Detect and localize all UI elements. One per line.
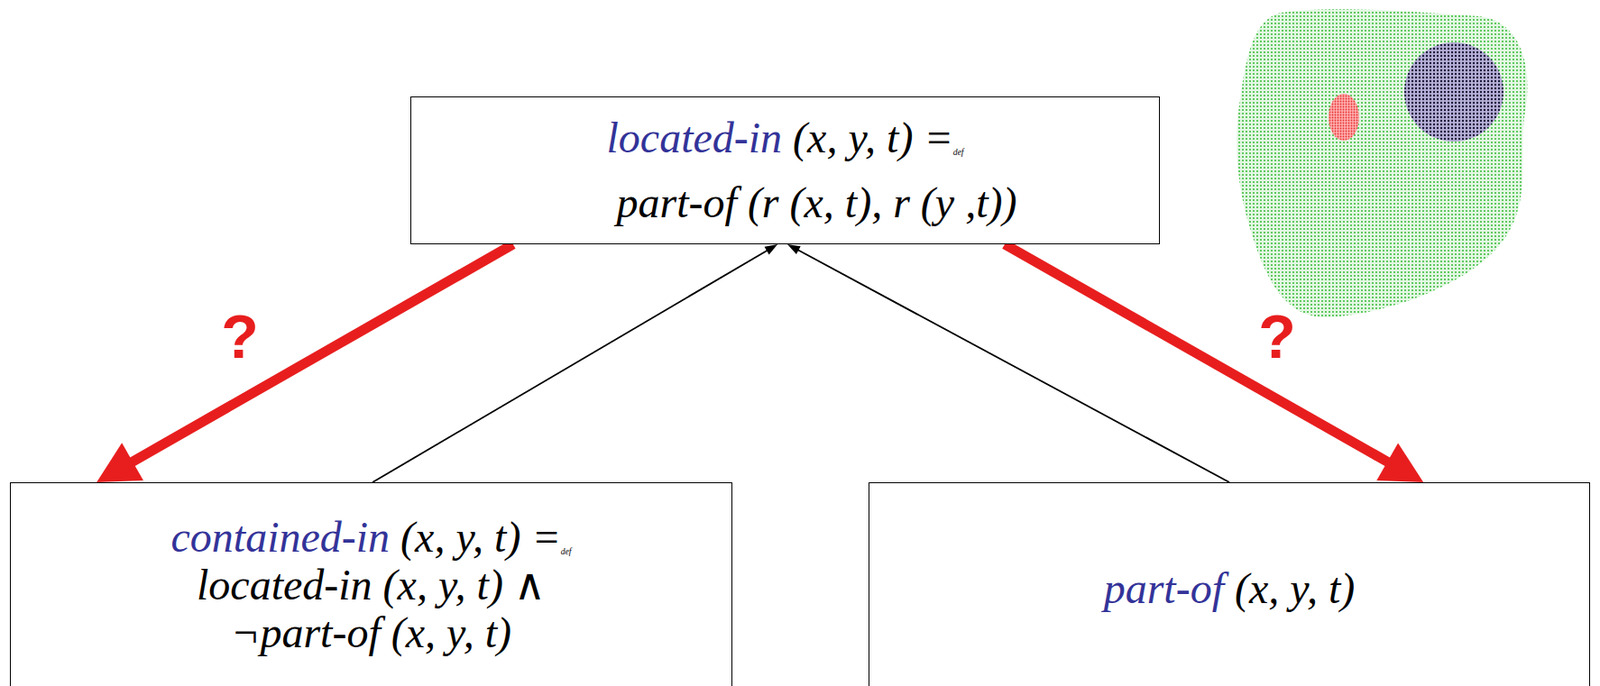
relation-name: part-of [1103, 564, 1224, 613]
arrow-head [1376, 442, 1424, 483]
formula-text: (x, y, t) = [792, 113, 954, 162]
formula-line: part-of(x, y, t) [1103, 562, 1356, 616]
subsumption-arrow [787, 244, 1230, 483]
relation-name: located-in [606, 113, 783, 162]
formula-text: (x, y, t) = [400, 513, 561, 561]
definition-box: contained-in(x, y, t) =deflocated-in (x,… [9, 482, 733, 686]
question-arrow [96, 244, 514, 483]
formula-line: part-of (r (x, t), r (y ,t)) [616, 170, 1018, 236]
connector-line [372, 249, 769, 483]
question-mark: ? [220, 305, 259, 368]
definition-box: part-of(x, y, t) [868, 482, 1591, 686]
connector-line [796, 248, 1230, 483]
subsumption-arrow [372, 244, 778, 483]
formula-line: located-in (x, y, t) ∧ ¬part-of (x, y, t… [165, 561, 578, 658]
formula-text: (x, y, t) [1234, 564, 1355, 613]
arrow-head [787, 244, 801, 255]
subscript: def [560, 546, 572, 557]
inner-region [1404, 42, 1504, 142]
outer-region [1236, 9, 1527, 318]
connector-line [125, 244, 514, 467]
subscript: def [953, 147, 965, 157]
definition-box: located-in(x, y, t) =def part-of (r (x, t… [410, 96, 1160, 245]
formula-text: located-in (x, y, t) ∧ ¬part-of (x, y, t… [165, 561, 578, 658]
formula-line: contained-in(x, y, t) =def [171, 514, 572, 562]
arrow-head [764, 244, 779, 255]
formula-text: part-of (r (x, t), r (y ,t)) [616, 178, 1018, 227]
small-region [1328, 93, 1360, 141]
formula-line: located-in(x, y, t) =def [606, 105, 965, 171]
question-mark: ? [1258, 305, 1297, 368]
arrow-head [96, 442, 144, 483]
relation-name: contained-in [171, 513, 391, 561]
